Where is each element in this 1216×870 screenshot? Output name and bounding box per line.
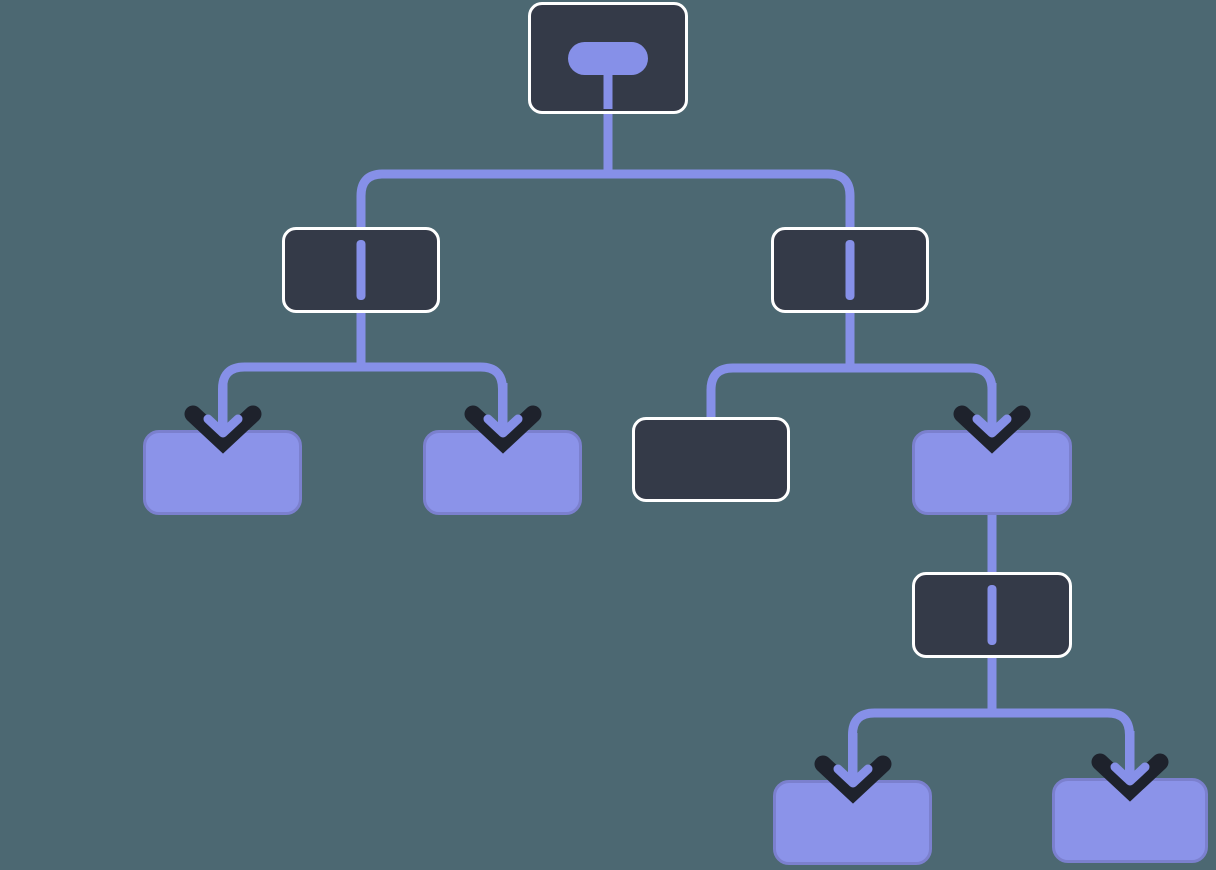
vertical-bar-icon (356, 240, 366, 300)
purple-branch-node[interactable] (912, 430, 1072, 515)
branch-node-right[interactable] (771, 227, 929, 313)
pill-root-icon (568, 42, 648, 75)
dark-leaf-node[interactable] (632, 417, 790, 502)
root-node[interactable] (528, 2, 688, 114)
leaf-node-1[interactable] (143, 430, 302, 515)
leaf-node-4[interactable] (1052, 778, 1208, 863)
leaf-node-2[interactable] (423, 430, 582, 515)
vertical-bar-icon (845, 240, 855, 300)
branch-node-left[interactable] (282, 227, 440, 313)
branch-node-bottom[interactable] (912, 572, 1072, 658)
vertical-bar-icon (987, 585, 997, 645)
leaf-node-3[interactable] (773, 780, 932, 865)
pill-stem (603, 74, 613, 109)
